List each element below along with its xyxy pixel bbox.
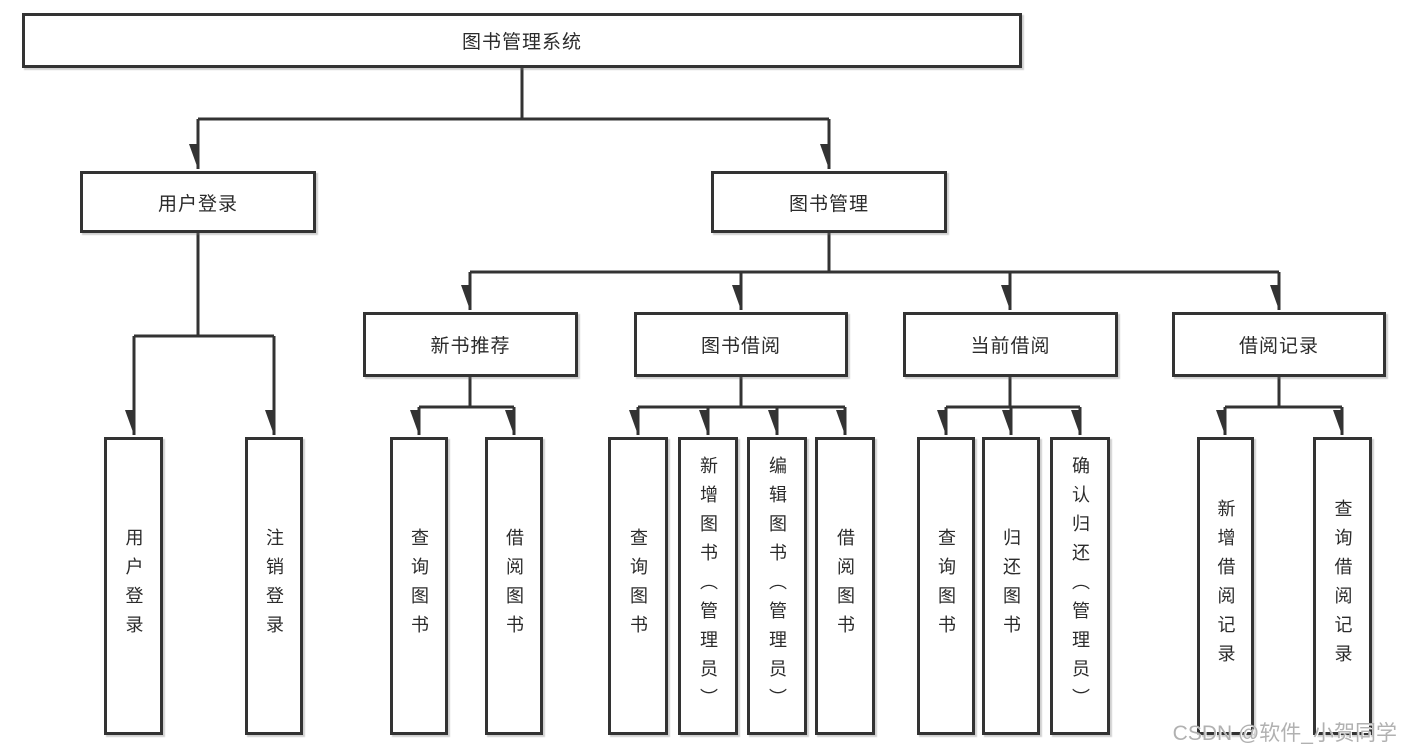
- node-label: 借阅图书: [504, 528, 524, 644]
- node-label: 查询借阅记录: [1332, 499, 1353, 673]
- node-current-borrowing: 当前借阅: [903, 312, 1118, 377]
- node-return-books: 归还图书: [982, 437, 1040, 735]
- node-book-borrowing: 图书借阅: [634, 312, 848, 377]
- node-user-login: 用户登录: [80, 171, 316, 233]
- node-label: 新增图书（管理员）: [698, 455, 718, 717]
- node-logout-action: 注销登录: [245, 437, 303, 735]
- node-label: 图书管理系统: [461, 32, 582, 53]
- node-label: 查询图书: [628, 528, 648, 644]
- node-label: 用户登录: [123, 528, 144, 644]
- node-label: 确认归还（管理员）: [1070, 455, 1090, 717]
- node-label: 当前借阅: [970, 336, 1051, 357]
- node-query-borrow-record: 查询借阅记录: [1313, 437, 1372, 735]
- node-borrowing-records: 借阅记录: [1172, 312, 1386, 377]
- node-query-books-borrow: 查询图书: [608, 437, 668, 735]
- node-label: 查询图书: [936, 528, 956, 644]
- node-borrow-books: 借阅图书: [815, 437, 875, 735]
- node-add-borrow-record: 新增借阅记录: [1197, 437, 1254, 735]
- node-label: 借阅图书: [835, 528, 855, 644]
- node-label: 新增借阅记录: [1215, 499, 1236, 673]
- node-label: 用户登录: [157, 193, 238, 215]
- node-edit-books-admin: 编辑图书（管理员）: [747, 437, 807, 735]
- node-borrow-books-recommend: 借阅图书: [485, 437, 543, 735]
- node-label: 借阅记录: [1238, 336, 1319, 357]
- node-label: 查询图书: [409, 528, 429, 644]
- node-label: 归还图书: [1001, 528, 1021, 644]
- node-label: 注销登录: [264, 528, 284, 644]
- node-library-management-system: 图书管理系统: [22, 13, 1022, 68]
- node-label: 编辑图书（管理员）: [767, 455, 787, 717]
- node-user-login-action: 用户登录: [104, 437, 163, 735]
- node-label: 图书管理: [788, 193, 869, 215]
- node-query-books-current: 查询图书: [917, 437, 975, 735]
- node-new-book-recommendation: 新书推荐: [363, 312, 578, 377]
- node-label: 新书推荐: [430, 336, 511, 357]
- node-book-management: 图书管理: [711, 171, 947, 233]
- csdn-watermark: CSDN @软件_小贺同学: [1172, 722, 1397, 745]
- node-confirm-return-admin: 确认归还（管理员）: [1050, 437, 1110, 735]
- node-add-books-admin: 新增图书（管理员）: [678, 437, 738, 735]
- node-query-books-recommend: 查询图书: [390, 437, 448, 735]
- node-label: 图书借阅: [700, 336, 781, 357]
